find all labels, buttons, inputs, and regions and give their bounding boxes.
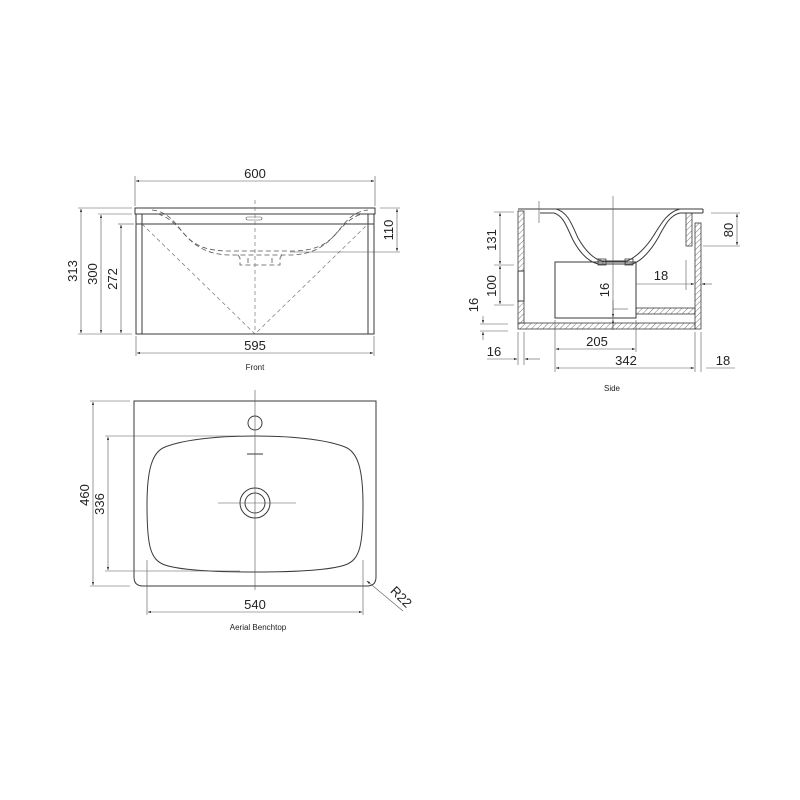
benchtop-outline <box>133 400 377 587</box>
dim-benchtop-depth: 460 <box>77 484 92 506</box>
overflow-slot <box>245 216 263 221</box>
dim-drawer-depth: 205 <box>586 334 608 349</box>
dim-overall-width: 600 <box>244 166 266 181</box>
front-view: 600 595 313 300 272 110 Front <box>65 166 400 372</box>
dim-side-panel: 18 <box>716 353 730 368</box>
dim-door-height: 272 <box>105 268 120 290</box>
dim-overall-height: 313 <box>65 260 80 282</box>
dim-drawer-height: 100 <box>484 275 499 297</box>
dim-inner-gap: 16 <box>597 283 612 297</box>
caption-front: Front <box>246 363 265 372</box>
dim-cabinet-depth: 342 <box>615 353 637 368</box>
side-drawer <box>554 261 637 319</box>
dim-bowl-depth: 336 <box>92 493 107 515</box>
dim-basin-depth: 110 <box>381 220 396 241</box>
dim-basin-height: 131 <box>484 229 499 251</box>
dim-corner-radius: R22 <box>387 583 414 610</box>
side-bottom-panel <box>517 322 696 330</box>
dim-cabinet-height: 300 <box>85 263 100 285</box>
dim-back-offset: 16 <box>487 344 501 359</box>
basin-hidden-line <box>151 209 369 252</box>
dim-cabinet-width: 595 <box>244 338 266 353</box>
side-view: 131 100 16 16 205 342 18 <box>466 196 740 393</box>
side-shelf <box>635 307 696 315</box>
dim-rail-height: 80 <box>721 223 736 237</box>
caption-side: Side <box>604 384 621 393</box>
dim-panel-thickness: 18 <box>654 268 668 283</box>
dim-bowl-width: 540 <box>244 597 266 612</box>
side-front-panel <box>517 210 525 272</box>
aerial-view: 460 336 540 R22 Aerial Benchtop <box>77 390 415 632</box>
side-back-panel <box>694 222 702 330</box>
caption-aerial: Aerial Benchtop <box>230 623 287 632</box>
dim-base-thickness: 16 <box>466 298 481 312</box>
